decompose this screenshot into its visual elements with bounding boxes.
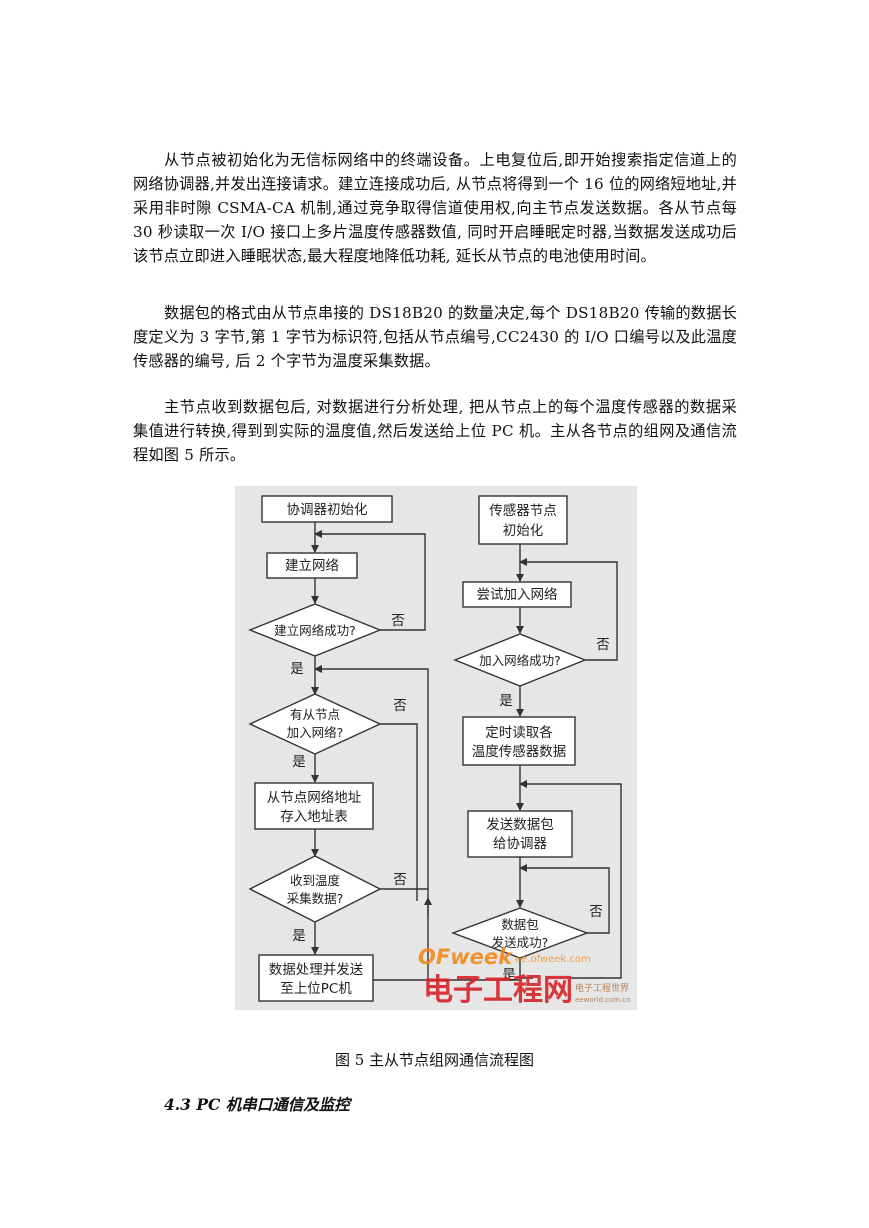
store-address-label-1: 从节点网络地址 — [267, 790, 362, 806]
read-sensor-label-2: 温度传感器数据 — [472, 743, 567, 760]
sensor-init-box — [478, 495, 568, 545]
send-packet-box — [467, 810, 573, 858]
flowchart-figure: 协调器初始化 建立网络 建立网络成功? 有从节点 加入网络? 从节点网络地址 存… — [235, 486, 637, 1010]
recv-data-label-1: 收到温度 — [290, 873, 341, 888]
build-network-label: 建立网络 — [285, 558, 339, 574]
build-ok-yes-label: 是 — [290, 661, 304, 677]
join-ok-label: 加入网络成功? — [479, 653, 561, 668]
paragraph-3: 主节点收到数据包后, 对数据进行分析处理, 把从节点上的每个温度传感器的数据采集… — [133, 398, 737, 464]
watermark-big-text: 电子工程网 — [423, 973, 573, 1008]
join-ok-yes-label: 是 — [499, 693, 513, 709]
section-heading: 4.3 PC 机串口通信及监控 — [164, 1095, 350, 1114]
watermark-ofweek: OFweek — [418, 945, 514, 969]
read-sensor-box — [462, 716, 576, 766]
build-ok-label: 建立网络成功? — [274, 623, 356, 638]
sent-ok-label-1: 数据包 — [501, 917, 539, 932]
paragraph-1: 从节点被初始化为无信标网络中的终端设备。上电复位后,即开始搜索指定信道上的网络协… — [133, 151, 737, 265]
figure-caption: 图 5 主从节点组网通信流程图 — [334, 1051, 535, 1069]
sent-ok-label-2: 发送成功? — [492, 935, 549, 950]
has-child-label-1: 有从节点 — [290, 707, 340, 722]
build-network-box — [266, 552, 358, 579]
sensor-init-label-1: 传感器节点 — [489, 502, 557, 519]
try-join-box — [462, 581, 572, 608]
process-send-box — [258, 954, 374, 1002]
sent-ok-no-label: 否 — [589, 904, 603, 920]
recv-data-label-2: 采集数据? — [287, 891, 344, 906]
process-send-label-2: 至上位PC机 — [280, 981, 352, 997]
watermark-logo: OFweek ee.ofweek.com 电子工程网 电子工程世界 eeworl… — [418, 945, 631, 1008]
read-sensor-label-1: 定时读取各 — [485, 725, 553, 741]
watermark-small-2: eeworld.com.cn — [575, 996, 631, 1004]
has-child-no-label: 否 — [393, 698, 407, 714]
join-ok-no-label: 否 — [596, 637, 610, 653]
coordinator-init-box — [261, 495, 393, 523]
send-packet-label-2: 给协调器 — [493, 836, 547, 852]
try-join-label: 尝试加入网络 — [477, 587, 558, 603]
has-child-yes-label: 是 — [292, 754, 306, 770]
watermark-url: ee.ofweek.com — [515, 954, 591, 965]
sensor-init-label-2: 初始化 — [503, 522, 544, 539]
sent-ok-yes-label: 是 — [502, 967, 516, 983]
store-address-box — [254, 782, 374, 830]
has-child-label-2: 加入网络? — [287, 725, 344, 740]
watermark-small-1: 电子工程世界 — [575, 982, 629, 994]
recv-data-no-label: 否 — [393, 872, 407, 888]
process-send-label-1: 数据处理并发送 — [269, 962, 364, 978]
recv-data-yes-label: 是 — [292, 928, 306, 944]
store-address-label-2: 存入地址表 — [280, 809, 348, 825]
coordinator-init-label: 协调器初始化 — [287, 501, 368, 518]
send-packet-label-1: 发送数据包 — [486, 817, 554, 833]
paragraph-2: 数据包的格式由从节点串接的 DS18B20 的数量决定,每个 DS18B20 传… — [133, 304, 737, 370]
build-ok-no-label: 否 — [391, 613, 405, 629]
